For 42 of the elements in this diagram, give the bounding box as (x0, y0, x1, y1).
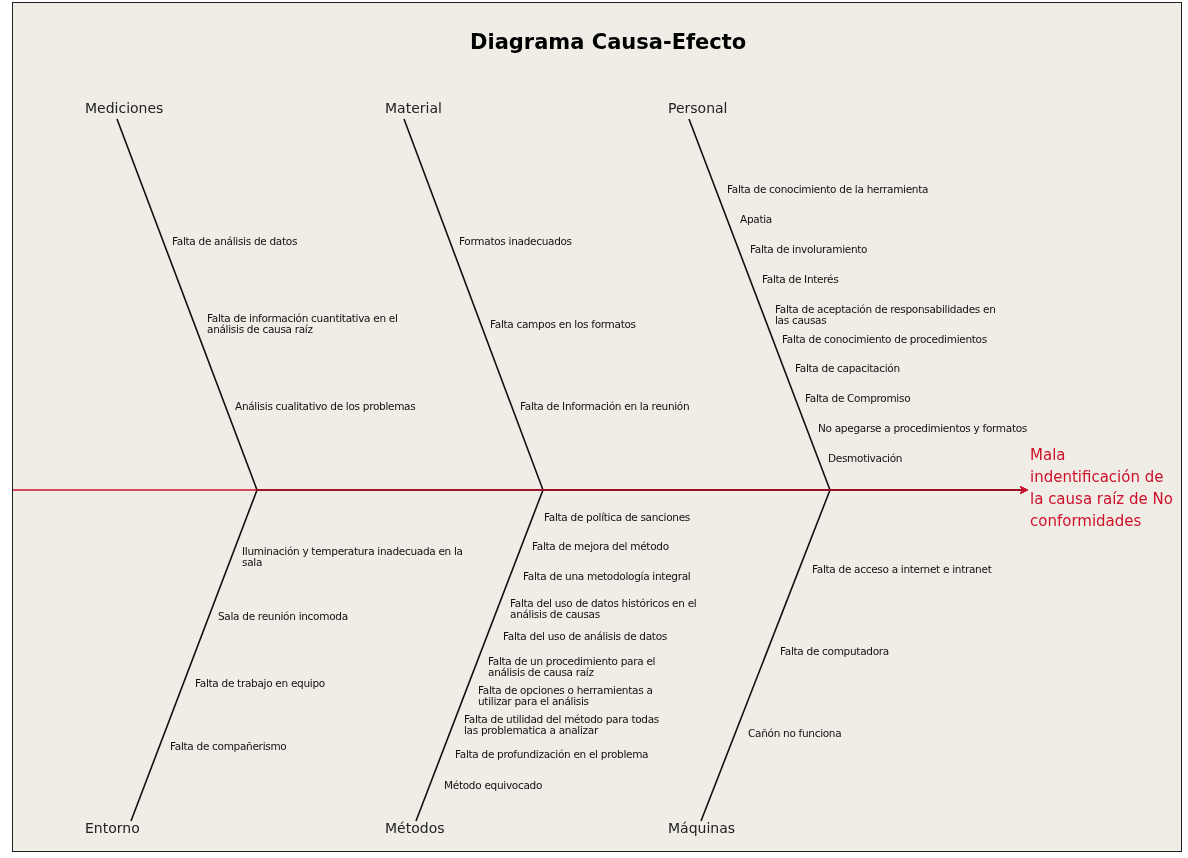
cause-label: Falta de utilidad del método para todas las problematica a analizar (464, 714, 661, 736)
cause-label: Falta de un procedimiento para el análisis de causa raíz (488, 656, 657, 678)
category-label: Métodos (385, 820, 445, 836)
cause-label: Apatia (740, 213, 772, 225)
cause-label: Falta del uso de datos históricos en el análisis de causas (510, 598, 698, 620)
cause-label: Análisis cualitativo de los problemas (235, 400, 416, 412)
cause-label: Falta de Compromiso (805, 392, 911, 404)
cause-label: Falta de conocimiento de procedimientos (782, 333, 987, 345)
category-label: Máquinas (668, 820, 736, 836)
diagram-title: Diagrama Causa-Efecto (470, 30, 747, 54)
cause-label: Falta de una metodología integral (523, 570, 691, 582)
cause-label: Falta de computadora (780, 645, 889, 657)
cause-label: Falta de Información en la reunión (520, 400, 690, 412)
cause-label: Falta de acceso a internet e intranet (812, 563, 992, 575)
cause-label: Falta de conocimiento de la herramienta (727, 183, 929, 195)
cause-label: Falta de información cuantitativa en el análisis de causa raíz (207, 313, 399, 335)
cause-label: No apegarse a procedimientos y formatos (818, 422, 1027, 434)
category-label: Material (385, 100, 442, 116)
cause-label: Falta de mejora del método (532, 540, 669, 552)
cause-label: Falta de política de sanciones (544, 511, 690, 523)
category-label: Entorno (85, 820, 140, 836)
cause-label: Falta de capacitación (795, 362, 900, 374)
cause-label: Falta de compañerismo (170, 740, 287, 752)
category-label: Personal (668, 100, 728, 116)
spine-arrow (12, 486, 1028, 494)
cause-label: Cañón no funciona (748, 727, 842, 739)
cause-label: Falta de análisis de datos (172, 235, 298, 247)
cause-label: Falta de opciones o herramientas a utilizar para el análisis (478, 685, 654, 707)
cause-label: Iluminación y temperatura inadecuada en la sala (242, 546, 464, 568)
cause-label: Formatos inadecuados (459, 235, 572, 247)
cause-label: Sala de reunión incomoda (218, 610, 348, 622)
cause-label: Falta del uso de análisis de datos (503, 630, 667, 642)
cause-label: Desmotivación (828, 452, 903, 464)
cause-label: Método equivocado (444, 779, 543, 791)
cause-label: Falta de profundización en el problema (455, 748, 649, 760)
category-label: Mediciones (85, 100, 164, 116)
cause-label: Falta de trabajo en equipo (195, 677, 325, 689)
effect-label: Mala indentificación de la causa raíz de No conformidades (1030, 444, 1180, 532)
cause-label: Falta campos en los formatos (490, 318, 636, 330)
cause-label: Falta de aceptación de responsabilidades en las causas (775, 304, 997, 326)
cause-label: Falta de involuramiento (750, 243, 868, 255)
cause-label: Falta de Interés (762, 273, 839, 285)
